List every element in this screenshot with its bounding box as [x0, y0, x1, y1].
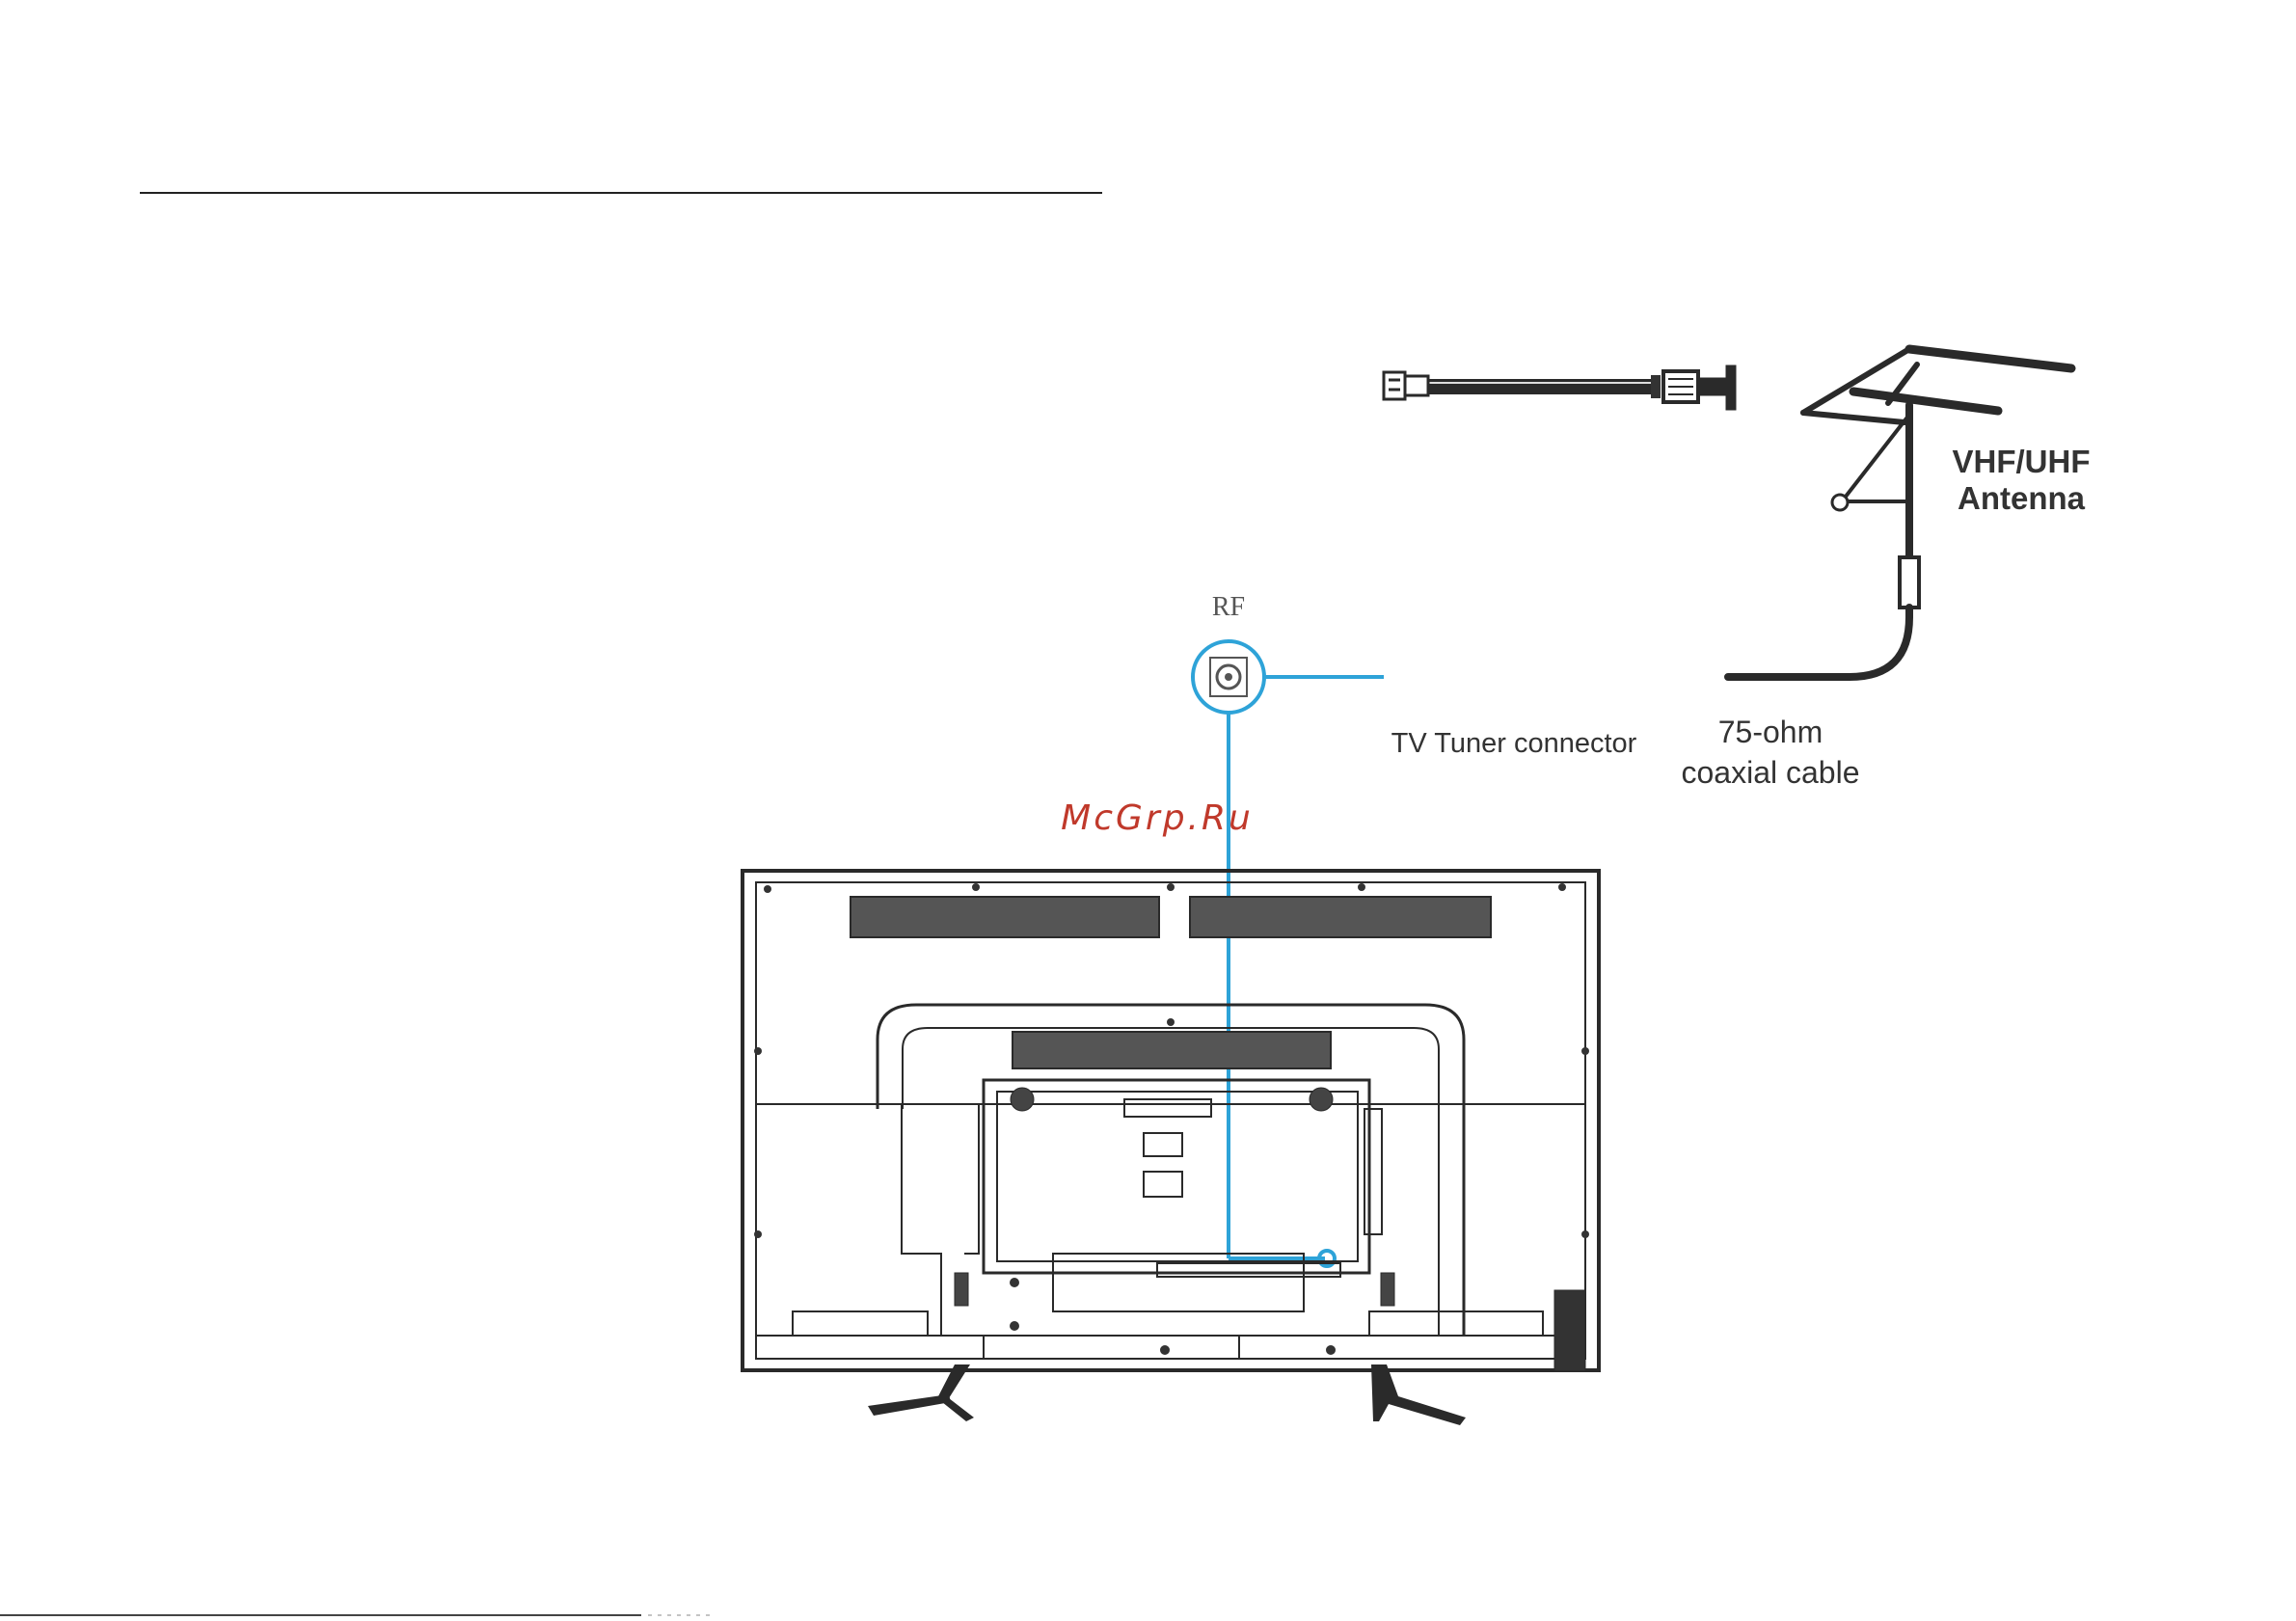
- tuner-connector-label: TV Tuner connector: [1391, 728, 1637, 759]
- antenna-label-line2: Antenna: [1958, 480, 2086, 516]
- tv-tuner-connector-icon: [1384, 372, 1428, 399]
- watermark: McGrp.Ru: [1061, 798, 1254, 838]
- cable-connector-end: [1663, 366, 1735, 409]
- cable-label-line1: 75-ohm: [1718, 715, 1823, 749]
- tv-rear-panel: [743, 871, 1599, 1371]
- cable-label-line2: coaxial cable: [1682, 755, 1860, 790]
- antenna-label-line1: VHF/UHF: [1953, 444, 2091, 479]
- connection-lines: [1229, 677, 1384, 1266]
- coax-jack-icon: [1193, 641, 1264, 713]
- coaxial-cable: [1429, 375, 1661, 398]
- tv-stand-feet: [868, 1364, 1466, 1425]
- rf-label: RF: [1212, 592, 1245, 622]
